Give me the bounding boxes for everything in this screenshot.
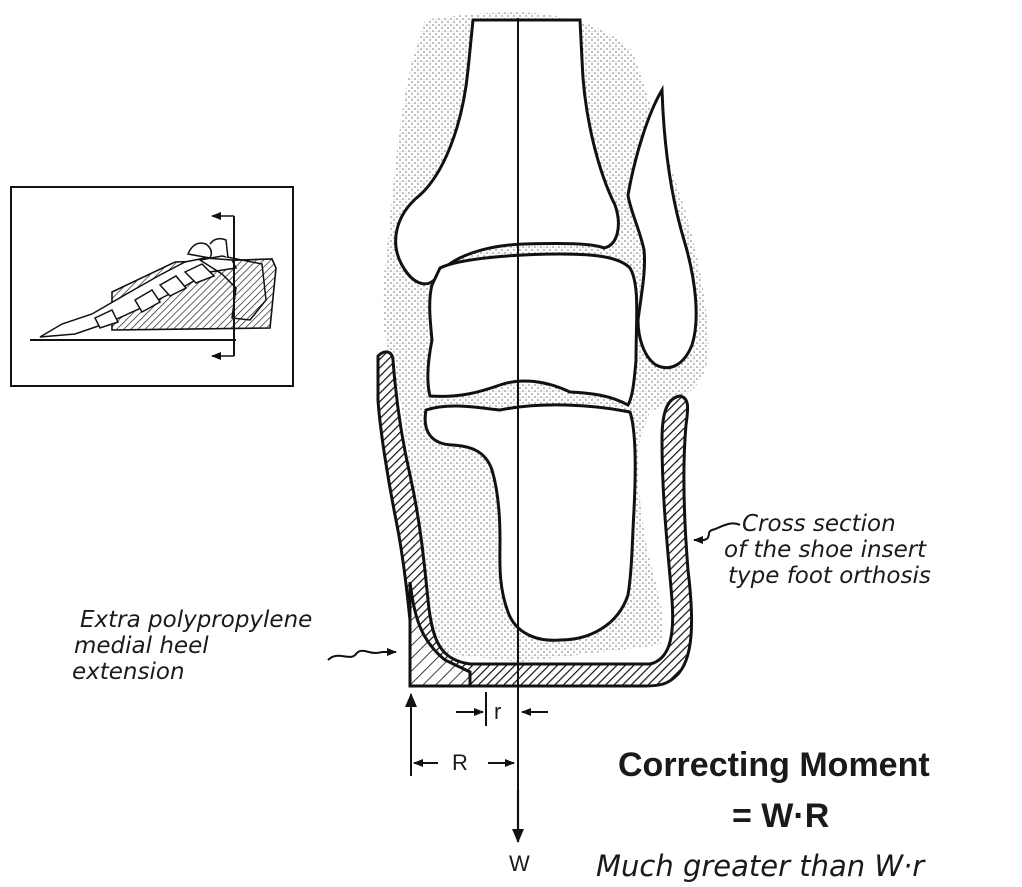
moment-comparison: Much greater than W·r — [596, 850, 924, 882]
extension-line3: extension — [72, 659, 312, 685]
foot-side-view-inset — [11, 187, 293, 386]
extension-leader — [328, 651, 396, 660]
dimension-R-label: R — [452, 750, 468, 776]
moment-title: Correcting Moment — [618, 746, 930, 785]
extension-line2: medial heel — [74, 633, 312, 659]
cross-section-label: Cross section of the shoe insert type fo… — [742, 511, 931, 589]
extension-line1: Extra polypropylene — [80, 607, 312, 633]
talus-bone — [428, 254, 637, 405]
cross-section-line1: Cross section — [742, 511, 931, 537]
dimension-r — [456, 692, 548, 726]
cross-section-line2: of the shoe insert — [724, 537, 931, 563]
dimension-r-label: r — [494, 699, 501, 725]
heel-extension-label: Extra polypropylene medial heel extensio… — [80, 607, 312, 685]
force-W-label: W — [509, 851, 530, 877]
cross-section-line3: type foot orthosis — [728, 563, 931, 589]
moment-formula: = W·R — [732, 797, 829, 836]
